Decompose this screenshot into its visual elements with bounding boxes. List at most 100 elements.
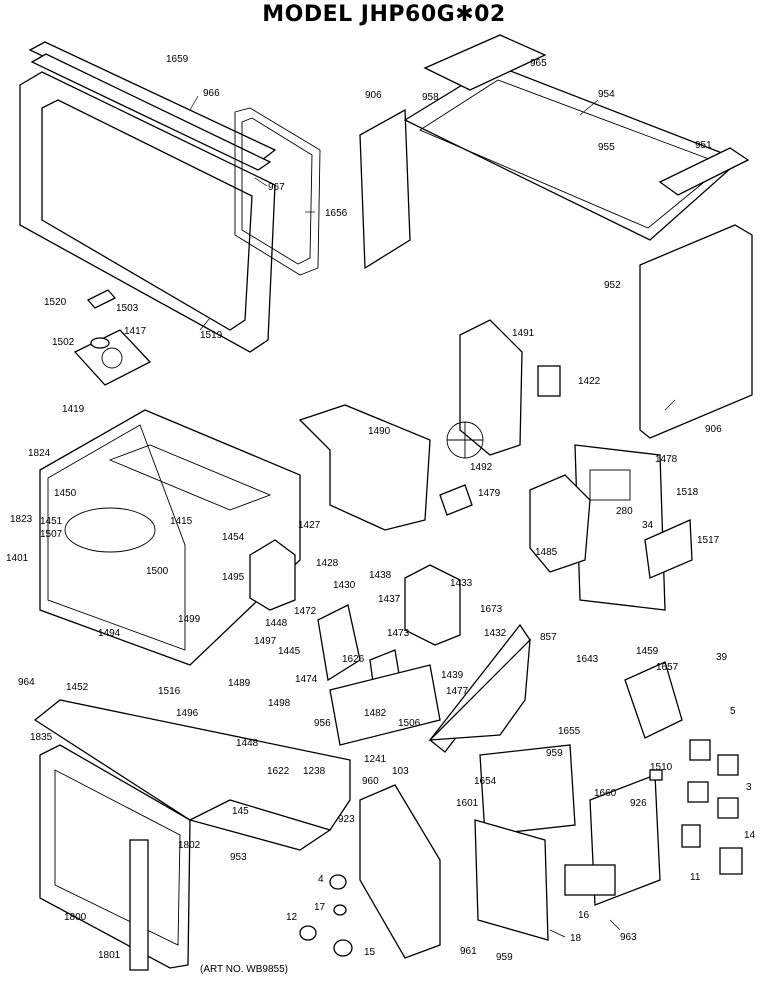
part-label: 34 <box>642 520 654 531</box>
part-label: 1432 <box>484 628 507 639</box>
part-label: 1800 <box>64 912 87 923</box>
bracket-1472 <box>317 604 361 682</box>
part-label: 1801 <box>98 950 121 961</box>
diagram-title: MODEL JHP60G✱02 <box>262 2 506 27</box>
leader-line <box>609 919 621 931</box>
part-label: 18 <box>570 933 582 944</box>
leader-line <box>664 399 676 411</box>
part-label: 1417 <box>124 326 147 337</box>
part-label: 1473 <box>387 628 410 639</box>
knob-1502 <box>90 337 110 349</box>
part-label: 906 <box>705 424 722 435</box>
part-label: 964 <box>18 677 35 688</box>
part-label: 103 <box>392 766 409 777</box>
part-label: 1495 <box>222 572 245 583</box>
part-label: 1438 <box>369 570 392 581</box>
part-label: 959 <box>496 952 513 963</box>
part-label: 1518 <box>676 487 699 498</box>
part-label: 954 <box>598 89 615 100</box>
leader-line <box>199 317 211 331</box>
part-label: 1494 <box>98 628 121 639</box>
part-label: 12 <box>286 912 298 923</box>
capacitor-1433 <box>404 564 461 646</box>
switch-3a <box>689 739 711 761</box>
oven-cavity-1401 <box>39 409 301 666</box>
gasket-frame-1656 <box>234 107 321 276</box>
part-label: 966 <box>203 88 220 99</box>
part-label: 1452 <box>66 682 89 693</box>
part-1510 <box>649 769 663 781</box>
cover-951 <box>658 147 750 196</box>
part-label: 967 <box>268 182 285 193</box>
leader-line <box>189 95 199 111</box>
switch-11 <box>681 824 701 848</box>
part-label: 1439 <box>441 670 464 681</box>
part-label: 1643 <box>576 654 599 665</box>
part-label: 1454 <box>222 532 245 543</box>
thermal-part-1520 <box>86 289 117 309</box>
part-label: 1497 <box>254 636 277 647</box>
top-panel-954 <box>403 64 742 241</box>
art-number: (ART NO. WB9855) <box>200 964 288 975</box>
part-label: 1428 <box>316 558 339 569</box>
fan-blade-1492 <box>446 421 484 459</box>
part-label: 965 <box>530 58 547 69</box>
part-label: 1241 <box>364 754 387 765</box>
knob-12 <box>299 925 317 941</box>
part-label: 1422 <box>578 376 601 387</box>
part-label: 1474 <box>295 674 318 685</box>
part-label: 1499 <box>178 614 201 625</box>
part-label: 857 <box>540 632 557 643</box>
part-label: 1472 <box>294 606 317 617</box>
plate-1517 <box>644 519 693 579</box>
bracket-1491 <box>459 319 523 456</box>
part-label: 923 <box>338 814 355 825</box>
knob-15 <box>333 939 353 957</box>
part-label: 1823 <box>10 514 33 525</box>
leader-line <box>549 929 566 938</box>
part-label: 1517 <box>697 535 720 546</box>
part-label: 1437 <box>378 594 401 605</box>
part-label: 1519 <box>200 330 223 341</box>
cover-953 <box>188 799 332 851</box>
relay-1422 <box>537 365 561 397</box>
part-label: 1451 <box>40 516 63 527</box>
leader-line <box>254 177 268 187</box>
panel-1601 <box>474 819 549 941</box>
switch-3b <box>717 754 739 776</box>
part-label: 1485 <box>535 547 558 558</box>
part-label: 951 <box>695 140 712 151</box>
part-label: 959 <box>546 748 563 759</box>
part-label: 960 <box>362 776 379 787</box>
part-label: 39 <box>716 652 728 663</box>
part-label: 1655 <box>558 726 581 737</box>
part-labels: 1659 966 967 1656 1519 906 958 965 954 9… <box>6 54 756 963</box>
part-label: 1506 <box>398 718 421 729</box>
bracket-1657 <box>624 661 683 739</box>
part-label: 1448 <box>236 738 259 749</box>
part-label: 1445 <box>278 646 301 657</box>
part-label: 1489 <box>228 678 251 689</box>
part-label: 1654 <box>474 776 497 787</box>
plate-1417 <box>73 329 152 386</box>
transformer-1428 <box>249 539 296 611</box>
part-label: 1496 <box>176 708 199 719</box>
part-label: 1657 <box>656 662 679 673</box>
part-label: 1520 <box>44 297 67 308</box>
knob-4 <box>329 874 347 890</box>
part-label: 1510 <box>650 762 673 773</box>
base-956 <box>329 664 441 746</box>
part-label: 961 <box>460 946 477 957</box>
knob-17 <box>333 904 347 916</box>
part-label: 952 <box>604 280 621 291</box>
part-label: 1482 <box>364 708 387 719</box>
part-label: 1419 <box>62 404 85 415</box>
part-label: 1622 <box>267 766 290 777</box>
trim-strip-966 <box>28 41 277 171</box>
part-label: 15 <box>364 947 376 958</box>
part-label: 1490 <box>368 426 391 437</box>
panel-1654 <box>479 744 576 836</box>
duct-1490 <box>298 404 431 531</box>
side-panel-906-right <box>639 224 753 439</box>
